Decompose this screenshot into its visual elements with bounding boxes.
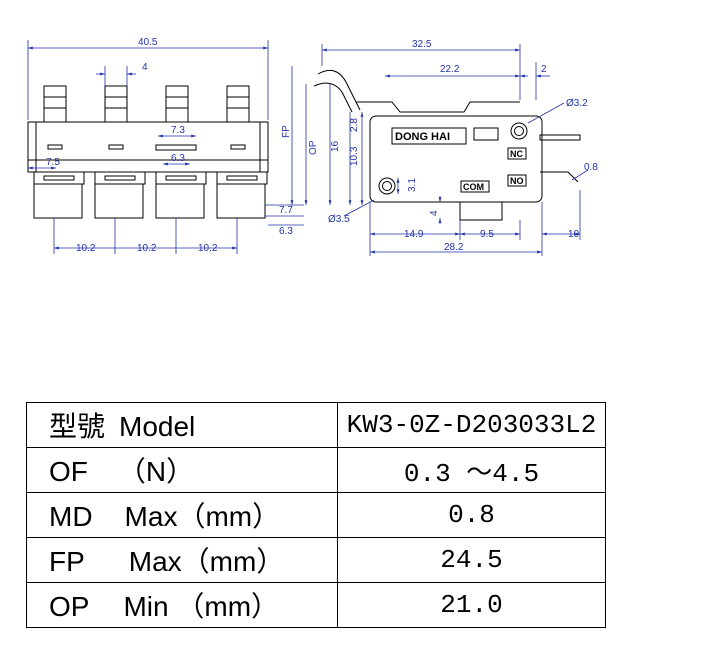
dim-3-1: 3.1 xyxy=(407,178,418,192)
spec-label-a: 型號 xyxy=(49,411,106,442)
dim-pitch-1: 10.2 xyxy=(76,243,96,254)
dim-right-upper: 7.7 xyxy=(279,205,293,216)
dim-28-2: 28.2 xyxy=(444,242,464,253)
dim-overall-length: 32.5 xyxy=(412,39,432,50)
dim-slot-width-lower: 6.3 xyxy=(171,153,185,164)
spec-value: 21.0 xyxy=(337,582,606,628)
spec-value: 0.3 ～4.5 xyxy=(337,447,606,493)
spec-label: MD Max（mm） xyxy=(26,492,338,538)
dim-terminal-width: 4 xyxy=(142,62,148,73)
side-view-dimensions xyxy=(321,44,589,256)
dim-end-offset: 2 xyxy=(541,64,547,75)
dim-op-label: OP xyxy=(308,140,319,155)
spec-label: 型號 Model xyxy=(26,402,338,448)
terminal-nc-label: NC xyxy=(510,149,523,159)
spec-label-a: MD xyxy=(49,501,93,532)
dim-0-8: 0.8 xyxy=(584,162,598,173)
dim-right-lower: 6.3 xyxy=(279,226,293,237)
dim-height-10-3: 10.3 xyxy=(349,146,360,166)
spec-label-b: Max（mm） xyxy=(128,546,285,577)
front-view-dimensions xyxy=(27,40,308,254)
front-view xyxy=(27,85,269,219)
spec-value: 24.5 xyxy=(337,537,606,583)
spec-label-b: Model xyxy=(119,411,196,442)
spec-label-a: FP xyxy=(49,546,85,577)
dim-hole-lower: Ø3.5 xyxy=(328,214,350,225)
dim-pitch-2: 10.2 xyxy=(137,243,157,254)
dim-overall-width: 40.5 xyxy=(138,37,158,48)
dim-4: 4 xyxy=(429,210,440,216)
spec-row-md: MD Max（mm） 0.8 xyxy=(26,492,606,538)
side-view-labels: DONG HAI NC NO COM xyxy=(395,131,524,192)
dim-10: 10 xyxy=(568,229,580,240)
terminal-no-label: NO xyxy=(510,176,524,186)
dim-fp-label: FP xyxy=(281,125,292,138)
spec-row-op: OP Min （mm） 21.0 xyxy=(26,582,606,628)
dim-pitch-3: 10.2 xyxy=(198,243,218,254)
dim-9-5: 9.5 xyxy=(480,229,494,240)
brand-label: DONG HAI xyxy=(395,131,450,143)
spec-row-of: OF （N） 0.3 ～4.5 xyxy=(26,447,606,493)
dim-14-9: 14.9 xyxy=(404,229,424,240)
dim-slot-width-upper: 7.3 xyxy=(171,125,185,136)
spec-label-a: OP xyxy=(49,591,90,622)
dim-left-offset: 7.5 xyxy=(46,157,60,168)
spec-label: FP Max（mm） xyxy=(26,537,338,583)
dim-lever-length: 22.2 xyxy=(440,64,460,75)
spec-value: KW3-0Z-D203033L2 xyxy=(337,402,606,448)
spec-label-a: OF xyxy=(49,456,88,487)
spec-label-b: Min （mm） xyxy=(123,591,280,622)
spec-value: 0.8 xyxy=(337,492,606,538)
spec-label: OF （N） xyxy=(26,447,338,493)
spec-row-model: 型號 Model KW3-0Z-D203033L2 xyxy=(26,402,606,448)
dim-hole-upper: Ø3.2 xyxy=(566,98,588,109)
dim-2-8: 2.8 xyxy=(349,118,360,132)
side-view xyxy=(313,69,581,221)
dim-height-16: 16 xyxy=(330,140,341,152)
spec-label-b: （N） xyxy=(117,456,195,487)
spec-label-b: Max（mm） xyxy=(124,501,281,532)
terminal-com-label: COM xyxy=(463,182,484,192)
spec-row-fp: FP Max（mm） 24.5 xyxy=(26,537,606,583)
spec-label: OP Min （mm） xyxy=(26,582,338,628)
